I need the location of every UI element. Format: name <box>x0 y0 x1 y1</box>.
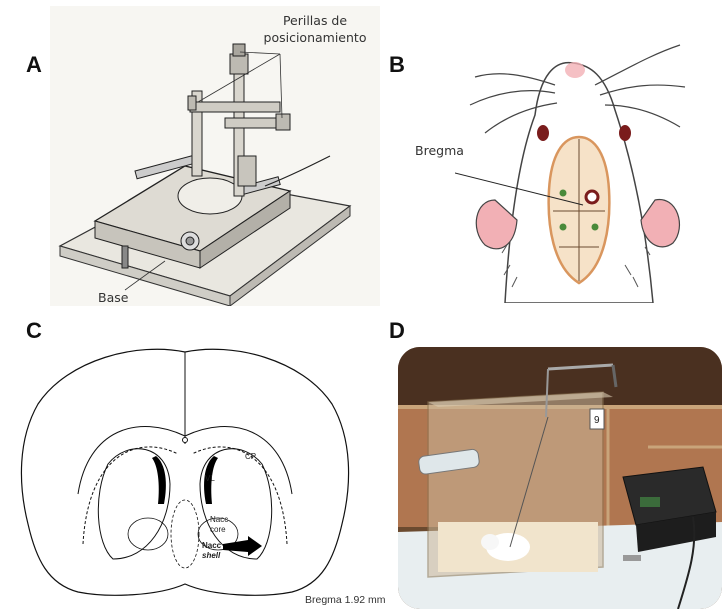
rat-head-drawing <box>455 15 703 303</box>
brain-section-drawing: CP VL Nacc core Nacc shell <box>18 344 370 606</box>
positioning-knobs-label-line1: Perillas de <box>255 12 375 29</box>
behavior-cage-photo: 9 <box>398 347 722 609</box>
panel-letter-b: B <box>389 52 405 78</box>
panel-letter-a: A <box>26 52 42 78</box>
panel-letter-d: D <box>389 318 405 344</box>
base-label: Base <box>98 290 128 305</box>
positioning-knobs-label: Perillas de posicionamiento <box>255 12 375 46</box>
positioning-knobs-label-line2: posicionamiento <box>255 29 375 46</box>
label-nacc-shell-line2: shell <box>202 551 221 560</box>
panel-letter-c: C <box>26 318 42 344</box>
label-cp: CP <box>245 452 256 461</box>
label-nacc-shell-line1: Nacc <box>202 541 222 550</box>
cage-number-tag: 9 <box>594 415 600 426</box>
label-nacc-core-line2: core <box>210 525 226 534</box>
stereotaxic-frame-illustration <box>50 6 380 306</box>
stereotaxic-frame-drawing <box>50 6 380 306</box>
bregma-coordinate-caption: Bregma 1.92 mm <box>305 594 386 606</box>
label-vl: VL <box>205 474 215 483</box>
cage-photo-drawing: 9 <box>398 347 722 609</box>
label-nacc-core-line1: Nacc <box>210 515 228 524</box>
rat-skull-illustration <box>455 15 703 303</box>
bregma-label: Bregma <box>415 143 464 158</box>
coronal-brain-section: CP VL Nacc core Nacc shell <box>18 344 370 606</box>
